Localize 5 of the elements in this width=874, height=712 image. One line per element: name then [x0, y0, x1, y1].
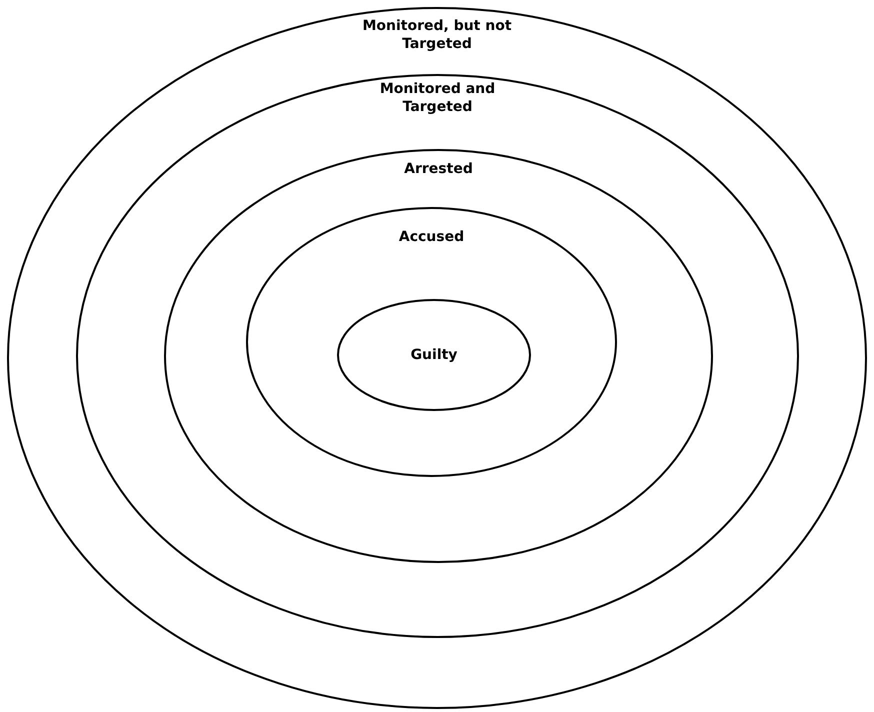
ring-label: Monitored, but not Targeted: [361, 17, 513, 53]
ring-label: Arrested: [404, 160, 473, 178]
ring-label: Accused: [398, 228, 464, 246]
ring-label: Monitored and Targeted: [378, 80, 496, 116]
ring-label: Guilty: [410, 346, 458, 364]
